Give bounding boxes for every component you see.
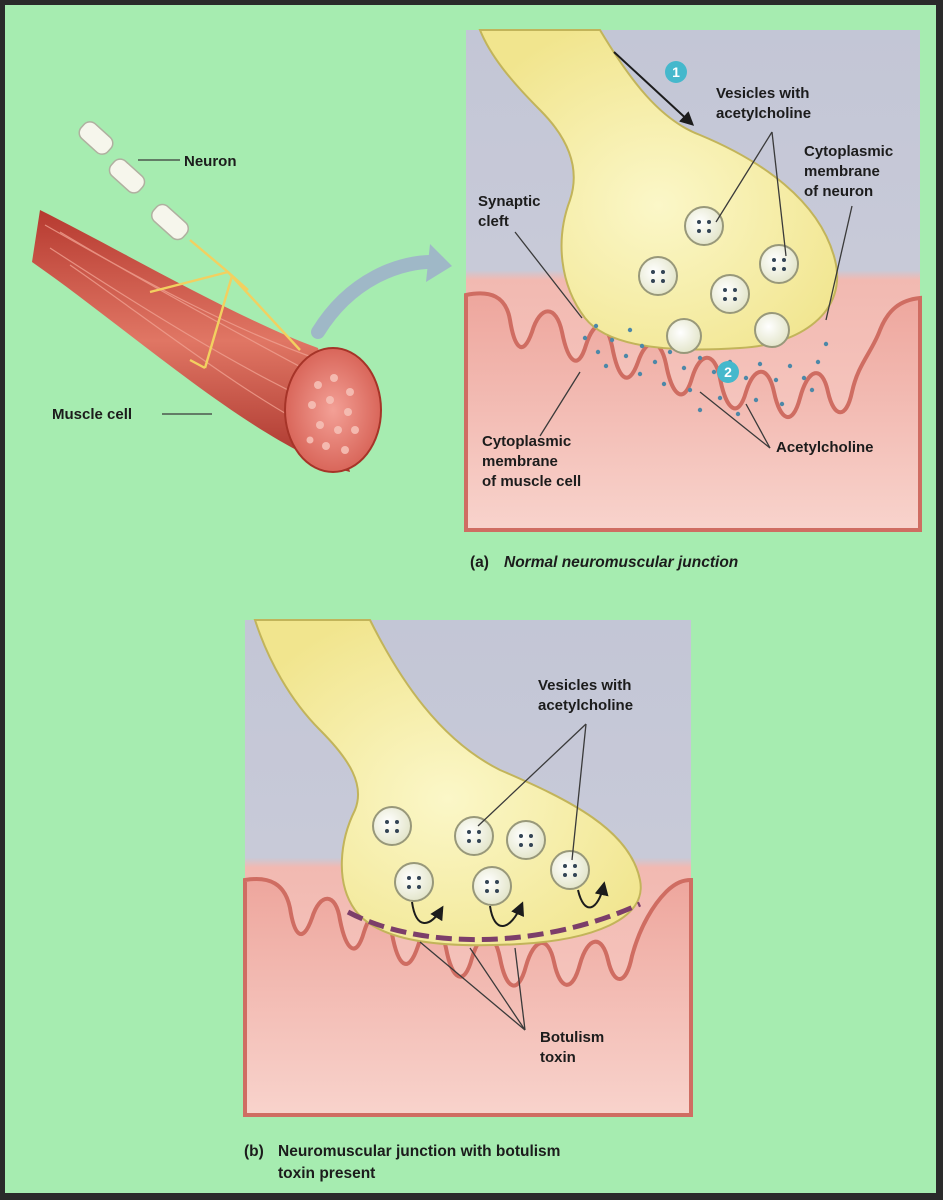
vesicles-a	[638, 206, 799, 354]
label-muscle-cell: Muscle cell	[52, 406, 132, 423]
step-2-number: 2	[724, 364, 732, 380]
nerve-endings	[149, 239, 301, 370]
label-botulism-1: Botulism	[540, 1029, 604, 1046]
label-botulism-2: toxin	[540, 1049, 576, 1066]
caption-b-line2: toxin present	[278, 1165, 375, 1182]
label-vesicles-a-1: Vesicles with	[716, 85, 809, 102]
muscle-membrane-b	[243, 877, 693, 1117]
label-cyto-neuron-2: membrane	[804, 163, 880, 180]
neuron-axon	[78, 121, 190, 241]
caption-a-text: Normal neuromuscular junction	[504, 554, 738, 571]
label-cyto-neuron-1: Cytoplasmic	[804, 143, 893, 160]
muscle-membrane-a	[464, 291, 922, 532]
label-cyto-muscle-1: Cytoplasmic	[482, 433, 571, 450]
label-vesicles-b-2: acetylcholine	[538, 697, 633, 714]
label-cyto-muscle-2: membrane	[482, 453, 558, 470]
label-synaptic-cleft-2: cleft	[478, 213, 509, 230]
label-vesicles-a-2: acetylcholine	[716, 105, 811, 122]
impulse-arrow	[613, 51, 695, 126]
label-neuron: Neuron	[184, 153, 237, 170]
label-cyto-neuron-3: of neuron	[804, 183, 873, 200]
caption-b-tag: (b)	[244, 1143, 264, 1160]
label-acetylcholine: Acetylcholine	[776, 439, 874, 456]
muscle-fiber-cross-section	[284, 347, 382, 473]
step-2-badge	[717, 361, 739, 383]
label-vesicles-b-1: Vesicles with	[538, 677, 631, 694]
vesicles-b	[372, 806, 590, 906]
step-1-number: 1	[672, 64, 680, 80]
muscle-fiber-body	[32, 210, 350, 472]
panel-a-normal-junction: 1 2 Vesicles with acetylcholine Synaptic…	[464, 29, 922, 532]
botulism-toxin-layer	[346, 901, 642, 942]
caption-b-line1: Neuromuscular junction with botulism	[278, 1143, 560, 1160]
label-synaptic-cleft-1: Synaptic	[478, 193, 541, 210]
caption-a-tag: (a)	[470, 554, 489, 571]
panel-b-botulism-junction: Vesicles with acetylcholine Botulism tox…	[243, 619, 693, 1117]
label-cyto-muscle-3: of muscle cell	[482, 473, 581, 490]
muscle-fiber-illustration: Neuron Muscle cell	[32, 121, 452, 473]
axon-terminal-a	[478, 29, 838, 351]
zoom-arrow	[311, 254, 445, 339]
axon-terminal-b	[253, 619, 642, 947]
step-1-badge	[665, 61, 687, 83]
blocked-release-arrows	[411, 881, 609, 927]
